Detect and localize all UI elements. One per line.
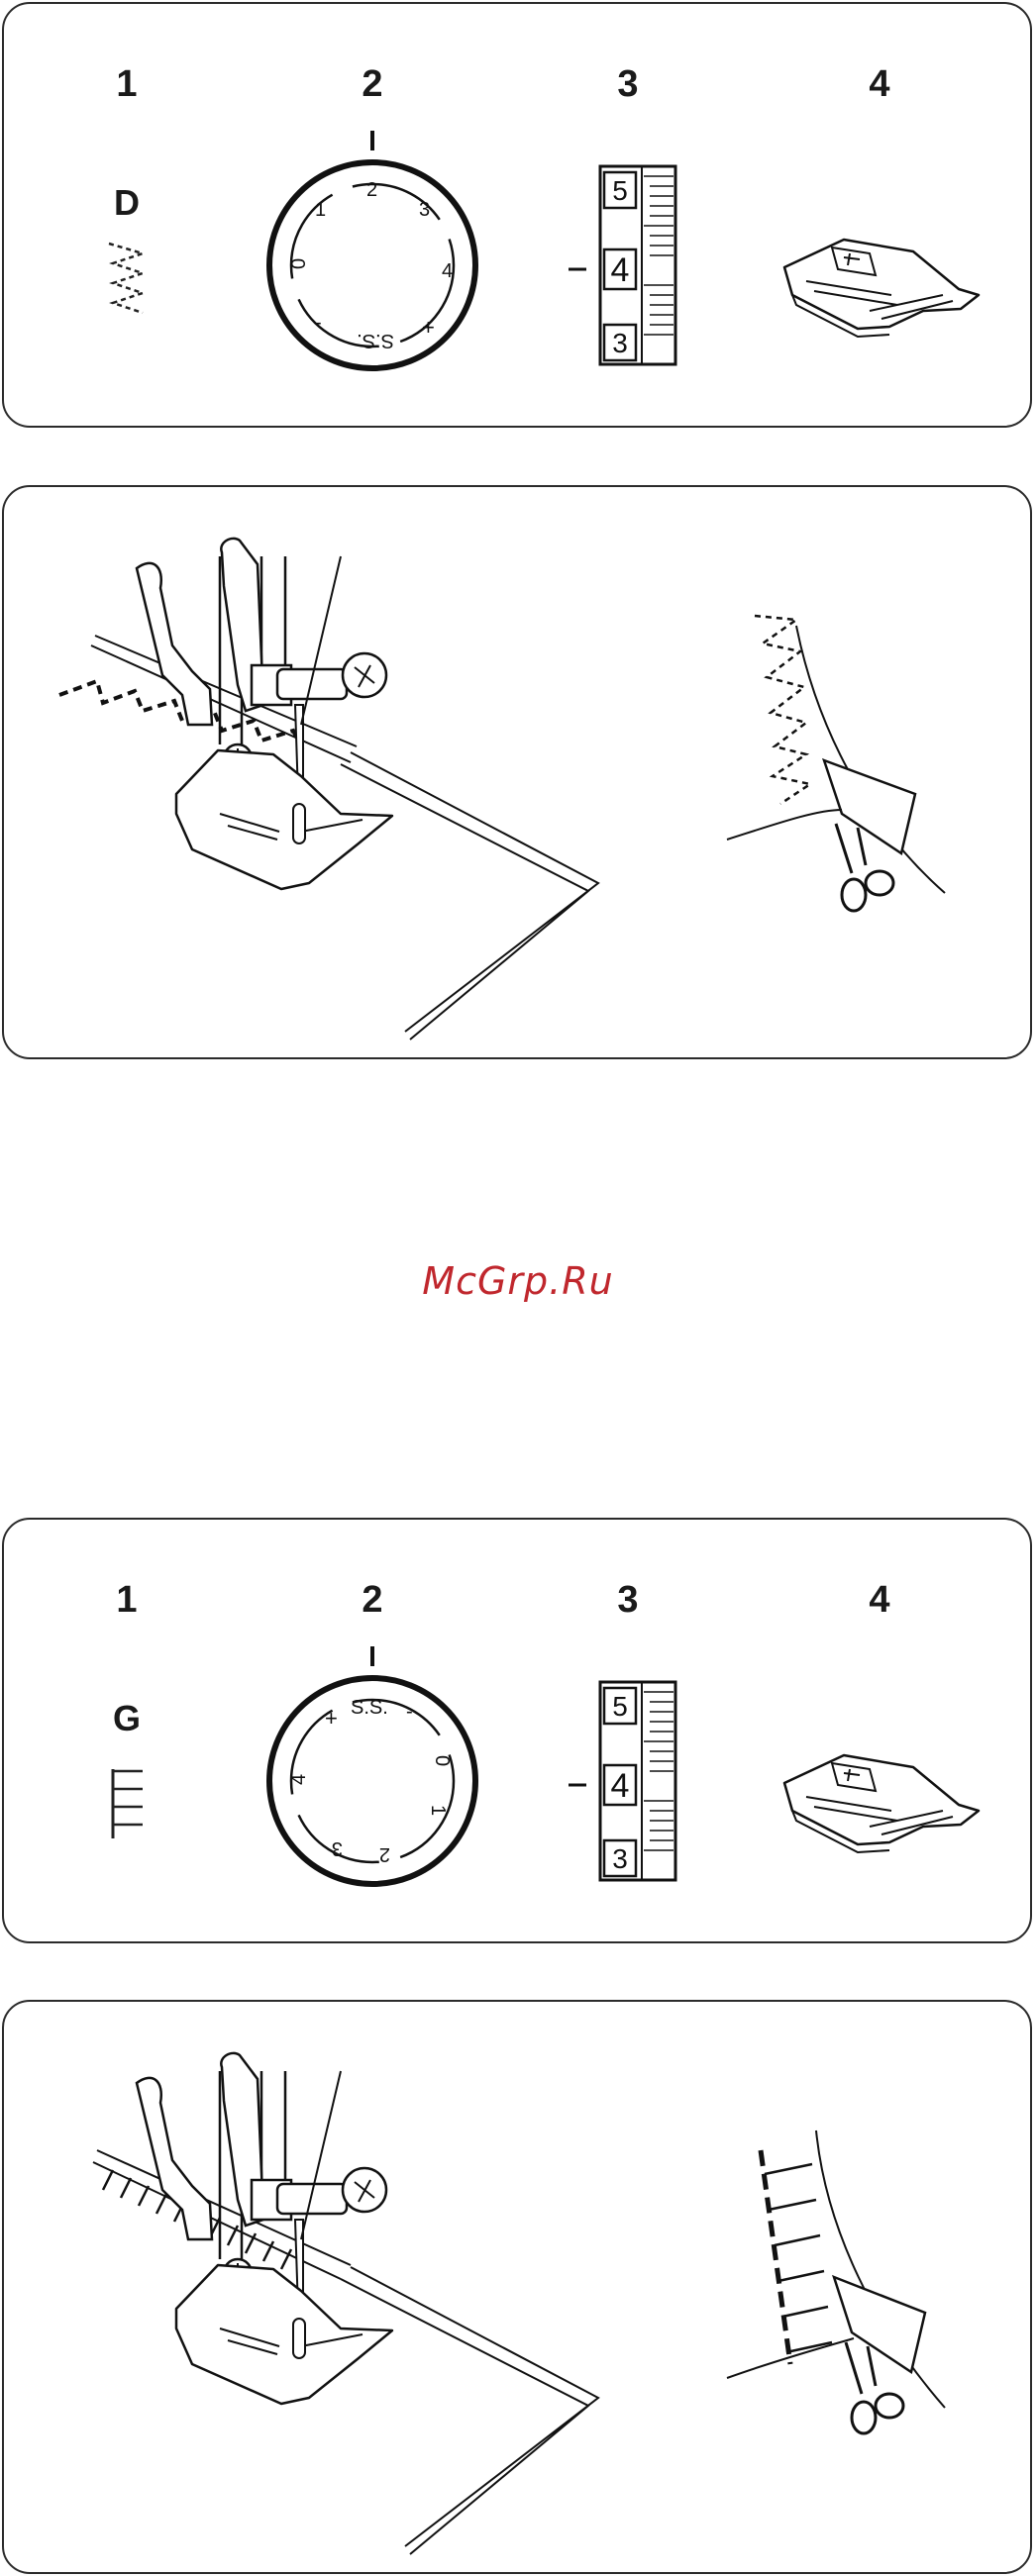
presser-foot-icon — [775, 230, 983, 348]
dial-mark-2: 2 — [379, 1843, 390, 1865]
step-number-2: 2 — [343, 63, 402, 106]
length-mark-3: 3 — [612, 328, 628, 358]
stitch-width-dial[interactable]: 0 1 2 3 4 S.S. - + — [263, 131, 481, 378]
settings-panel-g: 1 2 3 4 G 4 3 2 1 0 S.S. + - — [2, 1518, 1032, 1943]
dial-mark-ss: S.S. — [351, 1697, 388, 1719]
dial-mark-ss: S.S. — [357, 330, 394, 351]
length-mark-4: 4 — [611, 251, 630, 289]
dial-mark-3: 3 — [332, 1837, 343, 1859]
dial-mark-4: 4 — [442, 260, 453, 282]
step-number-4: 4 — [850, 63, 909, 106]
sewing-needle-illustration — [44, 2031, 598, 2546]
trimming-illustration — [717, 606, 945, 942]
dial-mark-1: 1 — [427, 1805, 449, 1816]
sewing-illustration-panel-straight — [2, 2000, 1032, 2574]
dial-mark-plus: + — [422, 315, 435, 340]
watermark: McGrp.Ru — [0, 1259, 1036, 1303]
settings-panel-d: 1 2 3 4 D 0 1 2 3 4 S.S. - + 5 4 — [2, 2, 1032, 428]
dial-mark-1: 1 — [315, 199, 326, 221]
dial-mark-2: 2 — [366, 179, 377, 201]
trimming-illustration — [717, 2130, 945, 2467]
stitch-width-dial[interactable]: 4 3 2 1 0 S.S. + - — [263, 1646, 481, 1894]
sewing-needle-illustration — [44, 517, 598, 1032]
dial-mark-4: 4 — [288, 1774, 310, 1785]
step-number-1: 1 — [97, 1579, 156, 1622]
straight-stitch-icon — [107, 1763, 151, 1842]
dial-mark-0: 0 — [431, 1755, 453, 1766]
step-number-2: 2 — [343, 1579, 402, 1622]
pattern-letter: D — [97, 182, 156, 224]
length-mark-5: 5 — [612, 175, 628, 206]
step-number-4: 4 — [850, 1579, 909, 1622]
dial-mark-3: 3 — [419, 199, 430, 221]
length-mark-5: 5 — [612, 1691, 628, 1722]
dial-mark-plus: + — [325, 1706, 338, 1731]
presser-foot-icon — [775, 1745, 983, 1864]
dial-mark-minus: - — [315, 312, 322, 334]
step-number-3: 3 — [598, 63, 658, 106]
length-mark-3: 3 — [612, 1843, 628, 1874]
stitch-length-scale[interactable]: 5 4 3 — [565, 1678, 683, 1886]
sewing-illustration-panel-zigzag — [2, 485, 1032, 1059]
step-number-3: 3 — [598, 1579, 658, 1622]
stitch-length-scale[interactable]: 5 4 3 — [565, 162, 683, 370]
zigzag-stitch-icon — [107, 240, 151, 319]
dial-mark-0: 0 — [288, 258, 310, 269]
pattern-letter: G — [97, 1698, 156, 1739]
length-mark-4: 4 — [611, 1767, 630, 1805]
dial-mark-minus: - — [406, 1701, 413, 1723]
step-number-1: 1 — [97, 63, 156, 106]
